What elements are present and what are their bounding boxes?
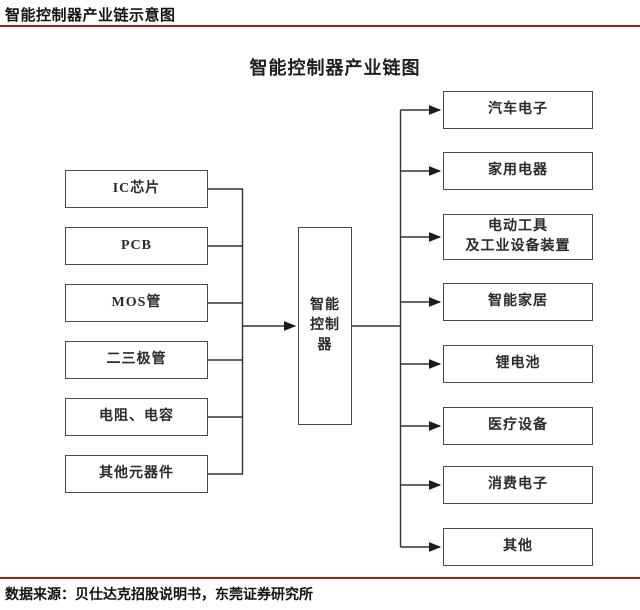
input-box-diode-triode: 二三极管 — [65, 341, 208, 379]
center-box-smart-controller: 智能 控制 器 — [298, 227, 352, 425]
output-box-home-appliance: 家用电器 — [443, 152, 593, 190]
footer-rule — [0, 577, 640, 579]
output-box-consumer: 消费电子 — [443, 466, 593, 504]
input-box-pcb: PCB — [65, 227, 208, 265]
report-title: 智能控制器产业链示意图 — [5, 7, 176, 24]
input-box-mos: MOS管 — [65, 284, 208, 322]
output-box-lithium-battery: 锂电池 — [443, 345, 593, 383]
diagram-title: 智能控制器产业链图 — [249, 58, 421, 78]
input-box-other-parts: 其他元器件 — [65, 455, 208, 493]
input-box-resistor-cap: 电阻、电容 — [65, 398, 208, 436]
input-box-ic-chip: IC芯片 — [65, 170, 208, 208]
output-box-medical: 医疗设备 — [443, 407, 593, 445]
output-box-other: 其他 — [443, 528, 593, 566]
header-rule — [0, 25, 640, 27]
output-box-automotive: 汽车电子 — [443, 91, 593, 129]
output-box-power-tools: 电动工具 及工业设备装置 — [443, 214, 593, 260]
data-source: 数据来源：贝仕达克招股说明书，东莞证券研究所 — [5, 586, 313, 602]
output-box-smart-home: 智能家居 — [443, 283, 593, 321]
